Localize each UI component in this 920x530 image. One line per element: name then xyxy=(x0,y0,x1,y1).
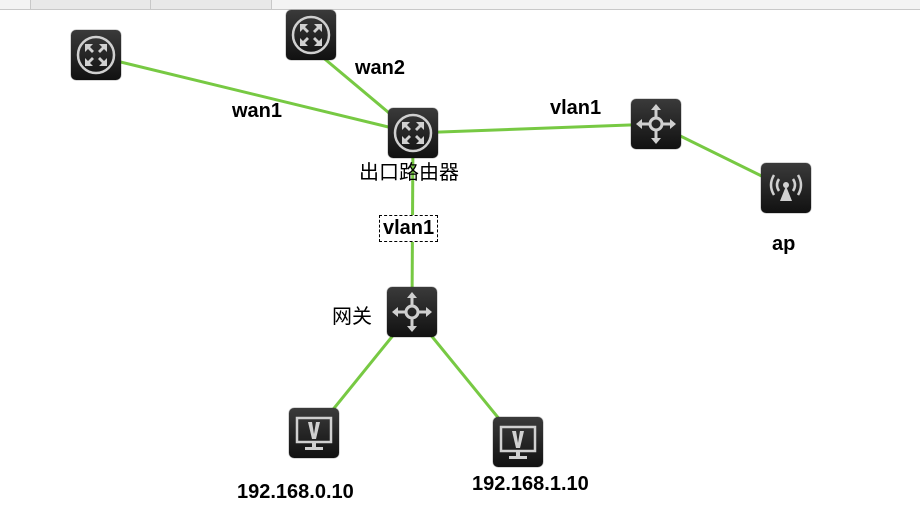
tab-bar xyxy=(0,0,920,10)
router-top-node[interactable] xyxy=(286,10,336,60)
router-icon xyxy=(393,113,433,153)
switch-icon xyxy=(636,104,676,144)
switch-icon xyxy=(392,292,432,332)
link-wan1[interactable] xyxy=(95,54,414,135)
pc2-label: 192.168.1.10 xyxy=(472,473,589,495)
link-label-wan1: wan1 xyxy=(232,100,283,122)
tab-divider xyxy=(270,0,272,9)
link-label-wan2: wan2 xyxy=(355,57,406,79)
pc1-node[interactable] xyxy=(289,408,339,458)
link-vlan1-right[interactable] xyxy=(412,122,657,135)
link-label-vlan1-right: vlan1 xyxy=(550,97,602,119)
gateway-node[interactable] xyxy=(387,287,437,337)
router-icon xyxy=(76,35,116,75)
ap-node[interactable] xyxy=(761,163,811,213)
router-left-node[interactable] xyxy=(71,30,121,80)
ap-label: ap xyxy=(772,233,796,255)
monitor-icon xyxy=(499,425,537,459)
pc2-node[interactable] xyxy=(493,417,543,467)
monitor-icon xyxy=(295,416,333,450)
pc1-label: 192.168.0.10 xyxy=(237,481,354,503)
exit-router-node[interactable] xyxy=(388,108,438,158)
exit-router-label: 出口路由器 xyxy=(359,160,459,184)
router-icon xyxy=(291,15,331,55)
gateway-label: 网关 xyxy=(332,304,372,328)
wireless-ap-icon xyxy=(769,174,803,201)
link-label-vlan1-down: vlan1 xyxy=(379,215,439,242)
switch-right-node[interactable] xyxy=(631,99,681,149)
